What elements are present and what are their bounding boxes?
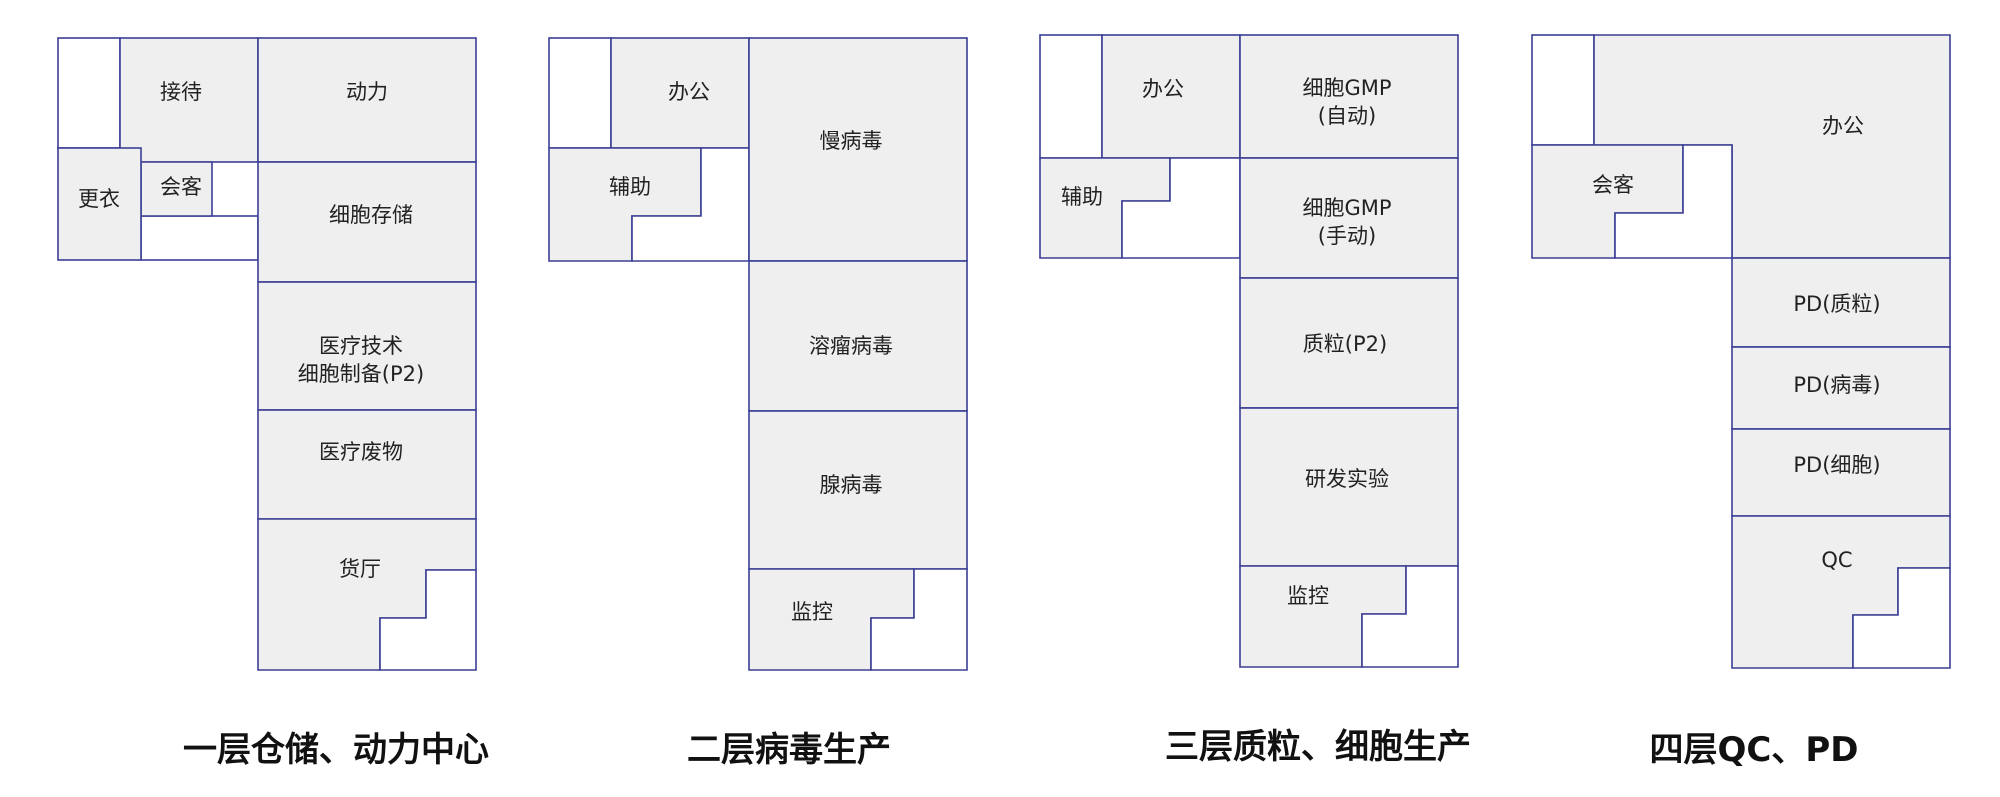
floor-2-label-adenovirus: 腺病毒 — [820, 473, 883, 497]
floor-2-caption: 二层病毒生产 — [687, 730, 891, 770]
floor-1-label-medtech-line2: 细胞制备(P2) — [298, 362, 424, 386]
floor-1-room-medtech — [257, 281, 477, 411]
floor-3-label-auxiliary: 辅助 — [1061, 185, 1103, 209]
floor-1-room-cell-storage — [257, 161, 477, 283]
floor-4-label-pd-plasmid: PD(质粒) — [1793, 292, 1880, 316]
floor-3-room-rnd-lab — [1239, 407, 1459, 567]
floor-1-label-medical-waste: 医疗废物 — [319, 440, 403, 464]
floor-4-meeting-void — [1614, 144, 1733, 259]
floor-4-corner-void — [1531, 34, 1595, 146]
floor-1-room-reception — [119, 37, 259, 163]
floor-1-label-medtech-line1: 医疗技术 — [319, 334, 403, 358]
floor-1-room-power — [257, 37, 477, 163]
floor-1-label-meeting: 会客 — [160, 175, 202, 199]
floor-2-room-oncolytic-virus — [748, 260, 968, 412]
floor-3-corner-void — [1039, 34, 1103, 159]
floor-4-caption: 四层QC、PD — [1650, 730, 1859, 770]
floor-2-label-oncolytic-virus: 溶瘤病毒 — [809, 334, 893, 358]
floor-4-room-pd-virus — [1731, 346, 1951, 430]
floor-1-label-power: 动力 — [346, 80, 388, 104]
floor-1-room-changing — [57, 147, 142, 261]
floor-4-label-meeting: 会客 — [1592, 173, 1634, 197]
floor-3-room-office — [1101, 34, 1241, 159]
floor-2-label-lentivirus: 慢病毒 — [820, 129, 883, 153]
floor-3-caption: 三层质粒、细胞生产 — [1165, 727, 1471, 767]
floor-4-label-pd-cell: PD(细胞) — [1793, 453, 1880, 477]
floor-1-label-cell-storage: 细胞存储 — [329, 203, 413, 227]
floor-4-room-pd-cell — [1731, 428, 1951, 517]
floor-1-caption: 一层仓储、动力中心 — [183, 730, 489, 770]
floor-3-label-gmp-manual-line1: 细胞GMP — [1302, 196, 1391, 220]
floor-4-room-pd-plasmid — [1731, 257, 1951, 348]
floor-2-plan: 办公 慢病毒 辅助 溶瘤病毒 腺病毒 监控 — [548, 37, 968, 671]
floor-1-room-medical-waste — [257, 409, 477, 520]
floor-1-label-cargo-hall: 货厅 — [339, 557, 381, 581]
floor-1-corner-void — [57, 37, 121, 149]
floor-4-plan: 办公 会客 PD(质粒) PD(病毒) PD(细胞) QC — [1531, 34, 1951, 669]
floor-3-room-plasmid — [1239, 277, 1459, 409]
floor-3-label-gmp-auto-line2: (自动) — [1318, 104, 1376, 128]
floor-3-label-rnd-lab: 研发实验 — [1305, 467, 1389, 491]
floor-3-room-gmp-manual — [1239, 157, 1459, 279]
floor-3-label-monitoring: 监控 — [1287, 584, 1329, 608]
floor-1-label-reception: 接待 — [160, 80, 202, 104]
floor-3-label-gmp-manual-line2: (手动) — [1318, 224, 1376, 248]
floor-4-label-office: 办公 — [1822, 114, 1864, 138]
floor-1-plan: 接待 动力 更衣 会客 细胞存储 医疗技术 细胞制备(P2) 医疗废物 货厅 — [57, 37, 477, 671]
floor-3-room-gmp-auto — [1239, 34, 1459, 159]
floor-1-meeting-void — [140, 215, 259, 261]
floor-4-label-pd-virus: PD(病毒) — [1793, 373, 1880, 397]
floor-1-cargo-void — [379, 569, 477, 671]
floor-2-corner-void — [548, 37, 612, 149]
floor-3-label-office: 办公 — [1142, 77, 1184, 101]
floor-2-monitoring-void — [870, 568, 968, 671]
floor-3-label-plasmid: 质粒(P2) — [1303, 332, 1387, 356]
floor-3-label-gmp-auto-line1: 细胞GMP — [1302, 76, 1391, 100]
floor-3-monitoring-void — [1361, 565, 1459, 668]
floor-4-qc-void — [1852, 567, 1951, 669]
floor-2-room-office — [610, 37, 750, 149]
floor-2-room-lentivirus — [748, 37, 968, 262]
floor-4-label-qc: QC — [1821, 548, 1852, 572]
floor-1-label-changing: 更衣 — [78, 187, 120, 211]
floor-2-label-auxiliary: 辅助 — [609, 175, 651, 199]
floor-3-plan: 办公 细胞GMP (自动) 辅助 细胞GMP (手动) 质粒(P2) 研发实验 … — [1039, 34, 1459, 668]
floor-2-label-office: 办公 — [668, 80, 710, 104]
floor-2-label-monitoring: 监控 — [791, 600, 833, 624]
